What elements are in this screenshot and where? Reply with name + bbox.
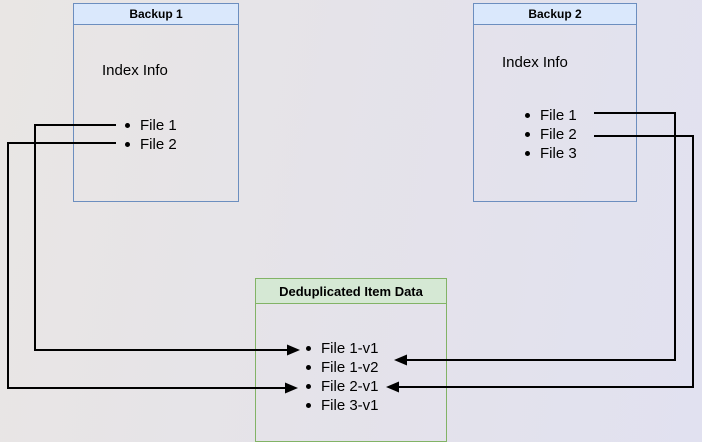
list-item: File 1-v1 bbox=[306, 339, 379, 358]
bullet-icon bbox=[525, 113, 530, 118]
backup1-file-list: File 1 File 2 bbox=[125, 116, 177, 154]
file-label: File 1 bbox=[140, 117, 177, 134]
backup1-header: Backup 1 bbox=[74, 4, 238, 25]
file-label: File 1-v1 bbox=[321, 340, 379, 357]
backup2-index-info-label: Index Info bbox=[502, 54, 568, 71]
file-label: File 2 bbox=[140, 136, 177, 153]
file-label: File 1-v2 bbox=[321, 359, 379, 376]
file-label: File 3 bbox=[540, 145, 577, 162]
list-item: File 3 bbox=[525, 144, 577, 163]
bullet-icon bbox=[306, 365, 311, 370]
list-item: File 1-v2 bbox=[306, 358, 379, 377]
file-label: File 1 bbox=[540, 107, 577, 124]
file-label: File 3-v1 bbox=[321, 397, 379, 414]
list-item: File 2-v1 bbox=[306, 377, 379, 396]
backup2-header: Backup 2 bbox=[474, 4, 636, 25]
list-item: File 2 bbox=[525, 125, 577, 144]
list-item: File 2 bbox=[125, 135, 177, 154]
backup2-title: Backup 2 bbox=[528, 7, 582, 21]
backup1-box: Backup 1 Index Info File 1 File 2 bbox=[73, 3, 239, 202]
backup1-index-info-label: Index Info bbox=[102, 62, 168, 79]
bullet-icon bbox=[125, 142, 130, 147]
bullet-icon bbox=[306, 346, 311, 351]
dedup-title: Deduplicated Item Data bbox=[279, 283, 423, 299]
list-item: File 1 bbox=[525, 106, 577, 125]
bullet-icon bbox=[306, 403, 311, 408]
file-label: File 2 bbox=[540, 126, 577, 143]
bullet-icon bbox=[525, 151, 530, 156]
file-label: File 2-v1 bbox=[321, 378, 379, 395]
bullet-icon bbox=[306, 384, 311, 389]
dedup-header: Deduplicated Item Data bbox=[256, 279, 446, 304]
backup2-box: Backup 2 Index Info File 1 File 2 File 3 bbox=[473, 3, 637, 202]
bullet-icon bbox=[125, 123, 130, 128]
dedup-box: Deduplicated Item Data File 1-v1 File 1-… bbox=[255, 278, 447, 442]
list-item: File 3-v1 bbox=[306, 396, 379, 415]
backup1-title: Backup 1 bbox=[129, 7, 183, 21]
bullet-icon bbox=[525, 132, 530, 137]
list-item: File 1 bbox=[125, 116, 177, 135]
dedup-file-list: File 1-v1 File 1-v2 File 2-v1 File 3-v1 bbox=[306, 339, 379, 415]
backup2-file-list: File 1 File 2 File 3 bbox=[525, 106, 577, 163]
